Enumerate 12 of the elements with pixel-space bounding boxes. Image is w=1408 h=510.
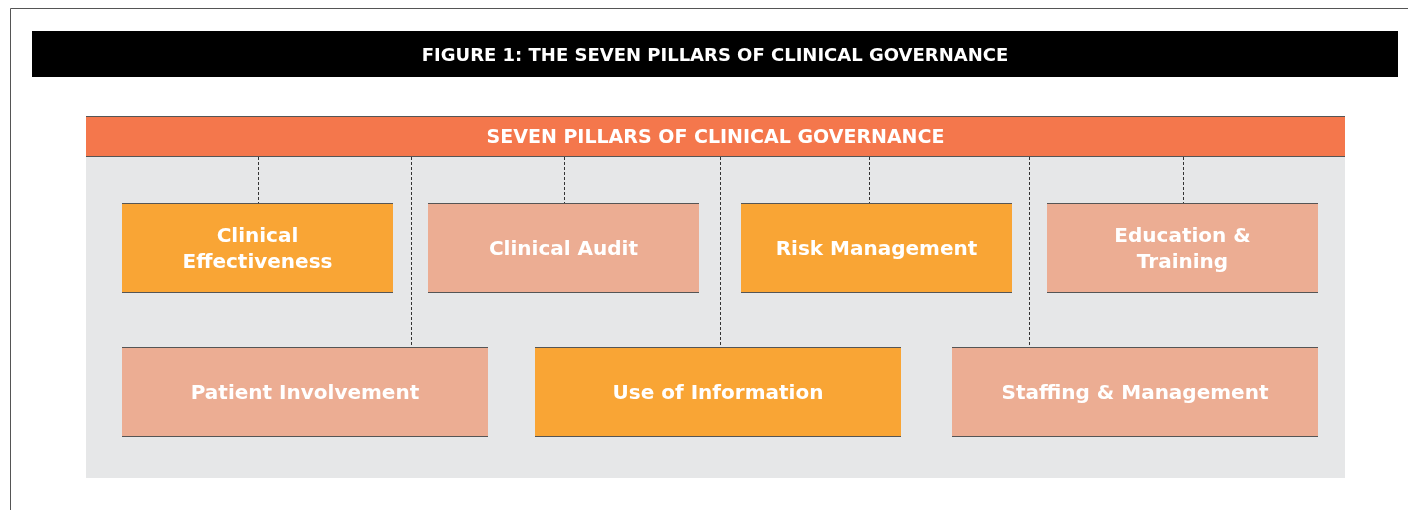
pillar-box: Clinical Audit (428, 203, 699, 293)
pillar-box: Risk Management (741, 203, 1012, 293)
title-bar: FIGURE 1: THE SEVEN PILLARS OF CLINICAL GOVERNANCE (32, 31, 1398, 77)
pillar-box: Use of Information (535, 347, 901, 437)
pillar-box: Clinical Effectiveness (122, 203, 393, 293)
header-bar: SEVEN PILLARS OF CLINICAL GOVERNANCE (86, 116, 1345, 157)
pillar-box: Education & Training (1047, 203, 1318, 293)
pillar-box: Patient Involvement (122, 347, 488, 437)
dashed-connector (720, 156, 721, 348)
pillar-box: Staffing & Management (952, 347, 1318, 437)
dashed-connector (411, 156, 412, 348)
dashed-connector (1029, 156, 1030, 348)
